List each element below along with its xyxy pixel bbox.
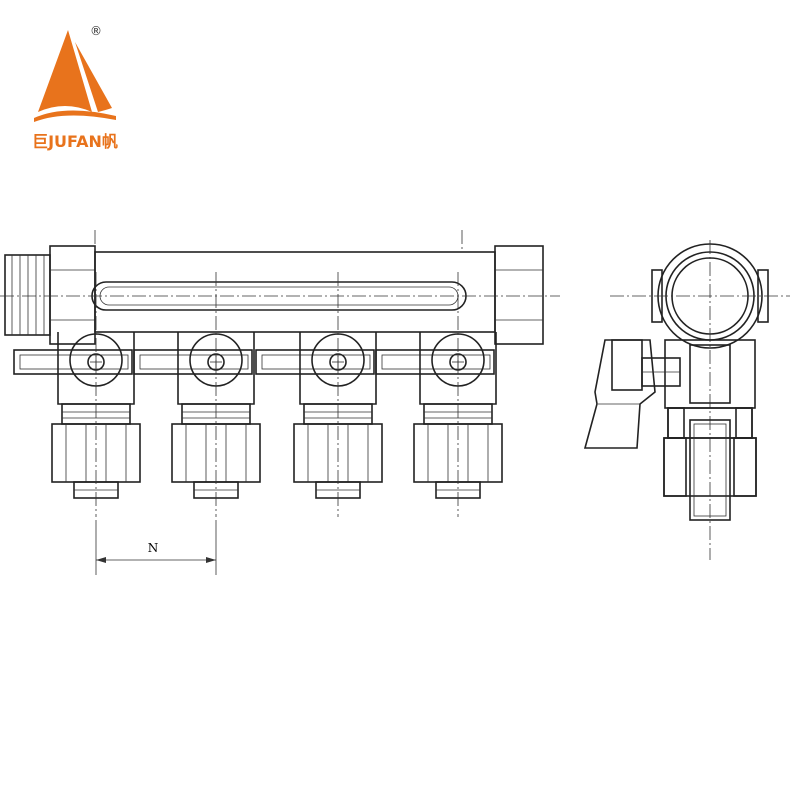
sail-logo-icon: [34, 30, 116, 122]
outlet-2: [133, 271, 261, 518]
outlet-4: [375, 271, 503, 518]
brand-name: 巨JUFAN帆: [32, 132, 118, 151]
brand-logo: [20, 20, 130, 160]
registered-mark: ®: [90, 24, 102, 38]
outlet-1: [13, 271, 141, 518]
dimension-n: N: [95, 520, 217, 575]
outlet-3: [255, 271, 383, 518]
dimension-label: N: [148, 541, 159, 555]
manifold-front-view: [0, 230, 560, 345]
manifold-side-section-view: [583, 240, 790, 560]
